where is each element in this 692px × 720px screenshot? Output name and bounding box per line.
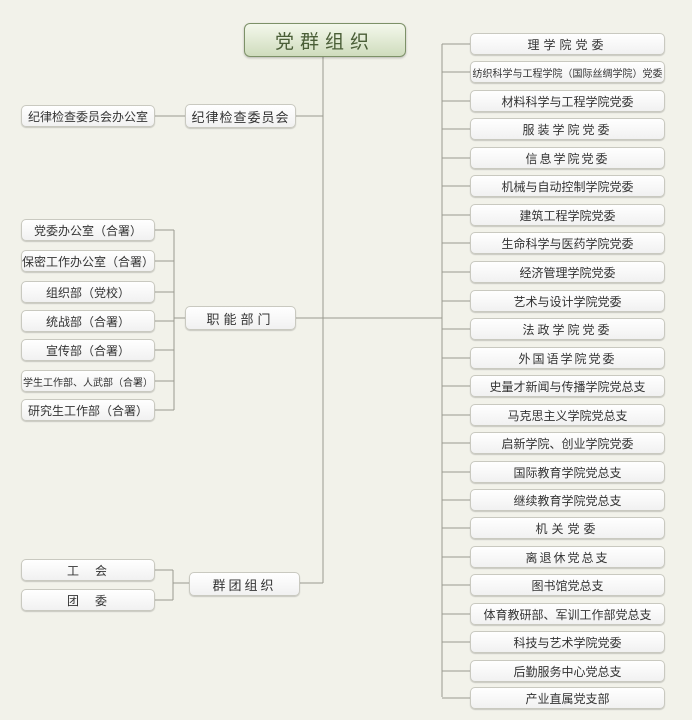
college-node-sports[interactable]: 体育教研部、军训工作部党总支 [470,603,665,625]
college-node-retirees[interactable]: 离退休党总支 [470,546,665,568]
college-node-mechanical[interactable]: 机械与自动控制学院党委 [470,175,665,197]
college-node-art-design[interactable]: 艺术与设计学院党委 [470,290,665,312]
college-node-materials[interactable]: 材料科学与工程学院党委 [470,90,665,112]
organization-dept-node[interactable]: 组织部（党校） [21,281,155,303]
college-node-qixin[interactable]: 启新学院、创业学院党委 [470,432,665,454]
functional-departments-node[interactable]: 职能部门 [185,306,296,330]
publicity-dept-node[interactable]: 宣传部（合署） [21,339,155,361]
college-node-library[interactable]: 图书馆党总支 [470,574,665,596]
confidentiality-office-node[interactable]: 保密工作办公室（合署） [21,250,155,272]
college-node-tech-art[interactable]: 科技与艺术学院党委 [470,631,665,653]
graduate-affairs-dept-node[interactable]: 研究生工作部（合署） [21,399,155,421]
college-node-life-science[interactable]: 生命科学与医药学院党委 [470,232,665,254]
mass-organizations-node[interactable]: 群团组织 [189,572,300,596]
college-node-architecture[interactable]: 建筑工程学院党委 [470,204,665,226]
college-node-textile[interactable]: 纺织科学与工程学院（国际丝绸学院）党委 [470,61,665,83]
college-node-science[interactable]: 理学院党委 [470,33,665,55]
labor-union-node[interactable]: 工 会 [21,559,155,581]
college-node-industry[interactable]: 产业直属党支部 [470,687,665,709]
youth-league-node[interactable]: 团 委 [21,589,155,611]
college-node-organs[interactable]: 机关党委 [470,517,665,539]
student-affairs-dept-node[interactable]: 学生工作部、人武部（合署） [21,370,155,392]
party-office-node[interactable]: 党委办公室（合署） [21,219,155,241]
college-node-international-education[interactable]: 国际教育学院党总支 [470,461,665,483]
college-node-logistics[interactable]: 后勤服务中心党总支 [470,660,665,682]
united-front-dept-node[interactable]: 统战部（合署） [21,310,155,332]
college-node-law[interactable]: 法政学院党委 [470,318,665,340]
college-node-information[interactable]: 信息学院党委 [470,147,665,169]
discipline-commission-node[interactable]: 纪律检查委员会 [185,104,296,128]
college-node-fashion[interactable]: 服装学院党委 [470,118,665,140]
discipline-office-node[interactable]: 纪律检查委员会办公室 [21,105,155,127]
college-node-marxism[interactable]: 马克思主义学院党总支 [470,404,665,426]
college-node-foreign-languages[interactable]: 外国语学院党委 [470,347,665,369]
college-node-economics[interactable]: 经济管理学院党委 [470,261,665,283]
college-node-continuing-education[interactable]: 继续教育学院党总支 [470,489,665,511]
root-node[interactable]: 党群组织 [244,23,406,57]
college-node-journalism[interactable]: 史量才新闻与传播学院党总支 [470,375,665,397]
